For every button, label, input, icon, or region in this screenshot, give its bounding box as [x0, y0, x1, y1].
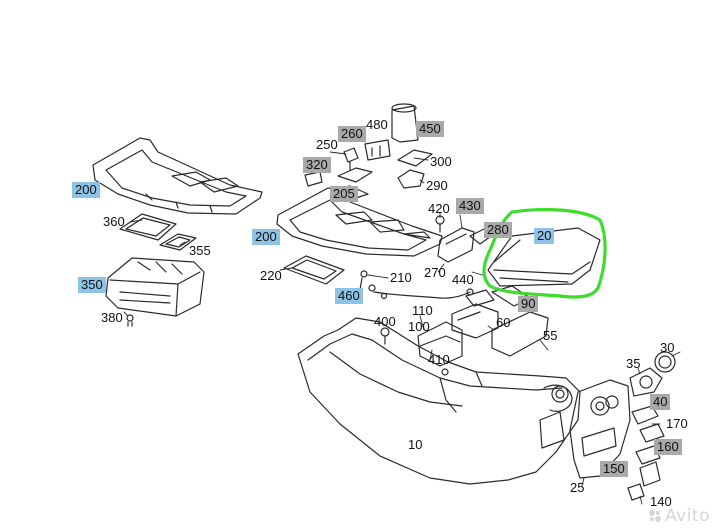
callout-150: 150 — [600, 461, 628, 477]
callout-400: 400 — [374, 314, 396, 329]
callout-160: 160 — [654, 439, 682, 455]
callout-10: 10 — [408, 437, 423, 452]
mat-220 — [283, 255, 345, 285]
callout-140: 140 — [650, 494, 672, 509]
callout-210: 210 — [390, 270, 412, 285]
callout-200-center: 200 — [252, 229, 280, 245]
callout-360: 360 — [103, 214, 125, 229]
callout-440: 440 — [452, 272, 474, 287]
avito-logo-icon — [649, 510, 662, 522]
trim-panel-center — [276, 187, 443, 257]
callout-250: 250 — [316, 137, 338, 152]
callout-205: 205 — [330, 186, 358, 202]
callout-30: 30 — [660, 340, 675, 355]
highlight-outline — [482, 208, 607, 299]
watermark-text: Avito — [665, 506, 710, 526]
callout-90: 90 — [518, 296, 539, 312]
mat-360 — [119, 213, 177, 241]
callout-110: 110 — [412, 303, 433, 318]
callout-280: 280 — [484, 222, 512, 238]
callout-260: 260 — [338, 126, 366, 142]
callout-450: 450 — [416, 121, 444, 137]
callout-20: 20 — [534, 228, 555, 244]
callout-60: 60 — [496, 315, 511, 330]
trim-panel-left — [92, 137, 263, 215]
mat-355 — [159, 233, 197, 251]
callout-220: 220 — [260, 268, 282, 283]
callout-290: 290 — [426, 178, 448, 193]
callout-480: 480 — [366, 117, 388, 132]
callout-320: 320 — [303, 157, 331, 173]
leader-lines — [123, 132, 681, 505]
callout-380: 380 — [101, 310, 123, 325]
callout-55: 55 — [543, 328, 558, 343]
callout-355: 355 — [189, 243, 211, 258]
callout-200-left: 200 — [72, 182, 100, 198]
callout-270: 270 — [424, 265, 446, 280]
callout-100: 100 — [408, 319, 430, 334]
switch-170 — [631, 405, 665, 465]
socket-35 — [629, 351, 676, 397]
callout-170: 170 — [666, 416, 688, 431]
console-body-10 — [297, 317, 581, 485]
mount-parts-100 — [380, 289, 499, 376]
callout-460: 460 — [335, 288, 363, 304]
callout-25: 25 — [570, 480, 585, 495]
watermark: Avito — [648, 506, 710, 526]
callout-410: 410 — [428, 352, 450, 367]
storage-box-350 — [105, 257, 205, 327]
callout-420: 420 — [428, 201, 450, 216]
callout-430: 430 — [456, 198, 484, 214]
callout-350: 350 — [78, 277, 106, 293]
callout-300: 300 — [430, 154, 452, 169]
callout-40: 40 — [650, 394, 671, 410]
pad-55 — [491, 311, 549, 357]
callout-35: 35 — [626, 356, 641, 371]
